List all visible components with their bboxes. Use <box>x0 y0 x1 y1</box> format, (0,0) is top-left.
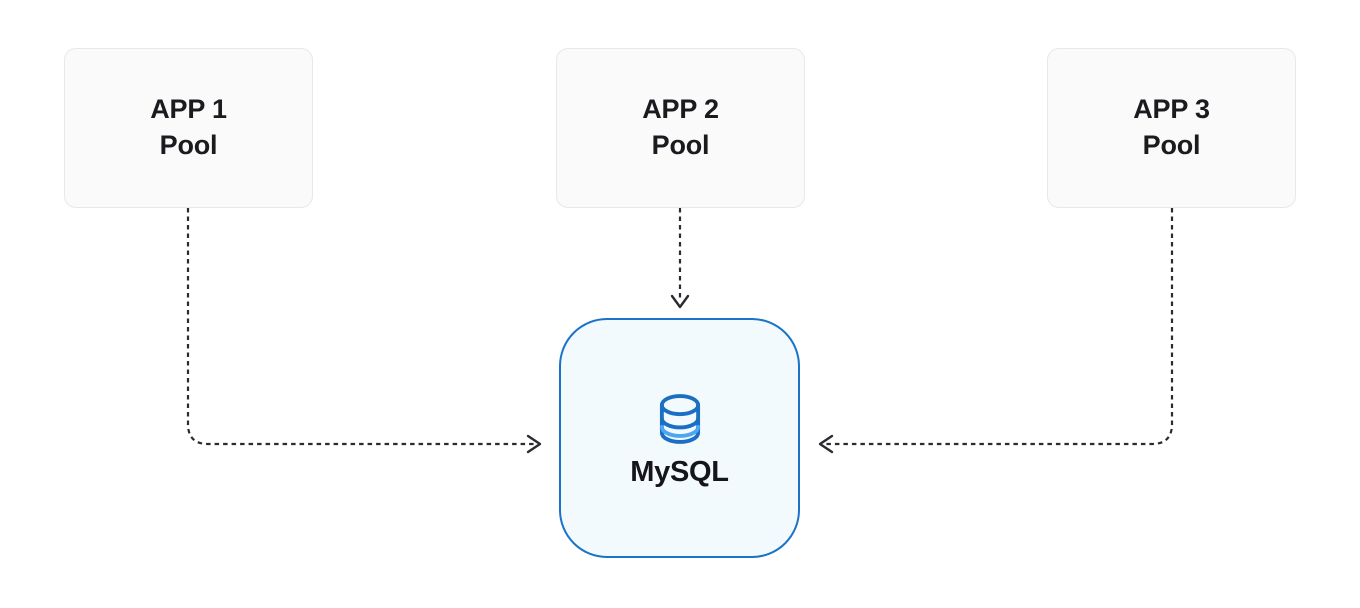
node-app2-subtitle: Pool <box>651 130 710 160</box>
node-app3-subtitle: Pool <box>1142 130 1201 160</box>
edge-app1-arrowhead <box>526 434 542 454</box>
edge-app1-to-mysql <box>186 208 542 454</box>
edge-app2-arrowhead <box>670 294 690 309</box>
database-cylinder-icon <box>659 393 700 444</box>
edge-app2-to-mysql <box>670 208 690 309</box>
node-app1-subtitle: Pool <box>159 130 218 160</box>
edge-app3-arrowhead <box>818 434 834 454</box>
edge-app3-to-mysql <box>818 208 1174 454</box>
node-mysql-label: MySQL <box>630 455 729 488</box>
edge-app3-path <box>826 208 1174 446</box>
node-app3-pool[interactable]: APP 3 Pool <box>1047 48 1296 208</box>
node-app1-title: APP 1 <box>150 94 227 125</box>
node-app2-title: APP 2 <box>642 94 719 125</box>
node-app1-pool[interactable]: APP 1 Pool <box>64 48 313 208</box>
node-app3-title: APP 3 <box>1133 94 1210 125</box>
edge-app1-path <box>186 208 534 446</box>
node-mysql-database[interactable]: MySQL <box>559 318 800 558</box>
node-app2-pool[interactable]: APP 2 Pool <box>556 48 805 208</box>
